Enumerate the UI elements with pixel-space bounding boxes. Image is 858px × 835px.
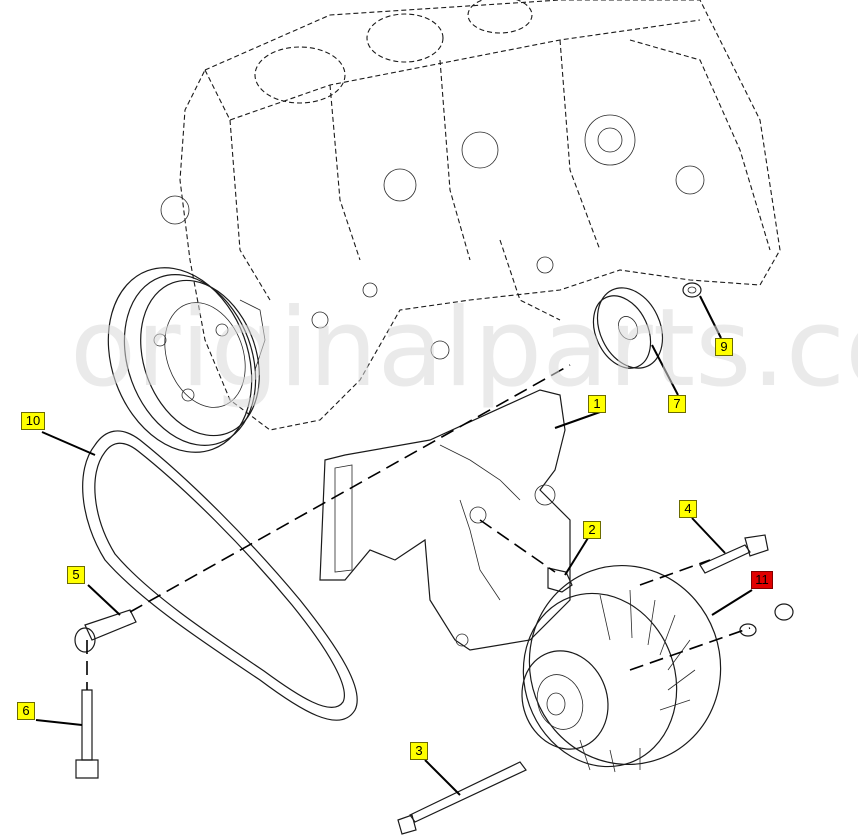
bushing <box>682 282 702 298</box>
bolt-2 <box>547 567 573 593</box>
bolt-4 <box>699 534 769 574</box>
alternator-bracket <box>319 389 571 651</box>
callout-4[interactable]: 4 <box>679 500 697 518</box>
callout-9[interactable]: 9 <box>715 338 733 356</box>
callout-1[interactable]: 1 <box>588 395 606 413</box>
callout-5[interactable]: 5 <box>67 566 85 584</box>
drive-belt <box>82 430 358 721</box>
callout-3[interactable]: 3 <box>410 742 428 760</box>
alternator <box>521 564 794 773</box>
bolt-6 <box>75 689 99 779</box>
watermark-text: originalparts.com <box>70 286 858 411</box>
leader-lines <box>35 295 753 796</box>
assembly-axis-lines <box>86 364 751 690</box>
pin-5 <box>74 609 137 653</box>
crankshaft-pulley <box>107 267 266 453</box>
callout-7[interactable]: 7 <box>668 395 686 413</box>
callout-11[interactable]: 11 <box>751 571 773 589</box>
engine-block <box>160 0 781 431</box>
bolt-3 <box>397 761 527 835</box>
idler-pulley <box>592 287 664 369</box>
callout-6[interactable]: 6 <box>17 702 35 720</box>
callout-2[interactable]: 2 <box>583 521 601 539</box>
callout-10[interactable]: 10 <box>21 412 45 430</box>
